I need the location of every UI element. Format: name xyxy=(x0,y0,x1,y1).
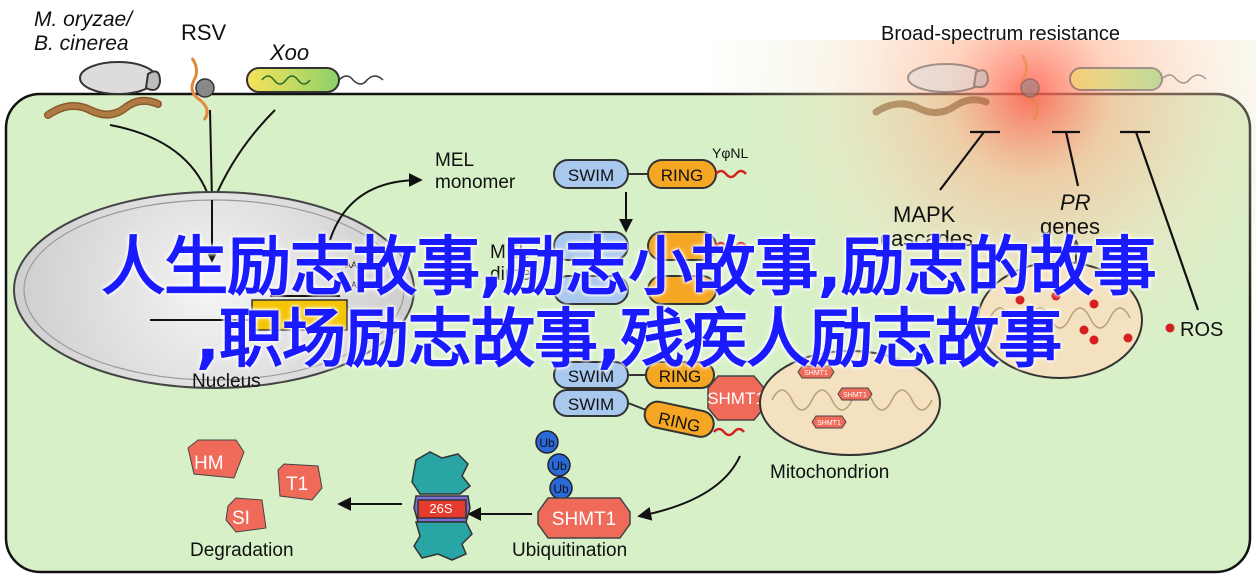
mel-complex-bottom xyxy=(553,389,745,438)
resistance-title: Broad-spectrum resistance xyxy=(881,23,1120,45)
inhibition-lines xyxy=(939,130,1200,311)
mito-shmt1-1: SHMT1 xyxy=(804,370,828,377)
nucleus-label: Nucleus xyxy=(192,371,261,392)
pr-label-1: PR xyxy=(1060,190,1091,215)
ubiquitinated-shmt1 xyxy=(537,497,631,539)
fungus-label-line2: B. cinerea xyxy=(34,32,129,55)
ubiquitination-label: Ubiquitination xyxy=(512,540,627,561)
ub-label-3: Ub xyxy=(553,482,569,496)
xoo-label: Xoo xyxy=(269,40,309,65)
mel-gene-box xyxy=(251,299,348,331)
rsv-label: RSV xyxy=(181,20,227,45)
pathogen-signal-arrows xyxy=(109,109,276,201)
swim-domain-label-2: SWIM xyxy=(568,367,614,386)
shmt1-label: SHMT1 xyxy=(707,389,765,408)
nucleus xyxy=(13,191,415,389)
mito-shmt1-2: SHMT1 xyxy=(843,392,867,399)
mel-monomer-label-2: monomer xyxy=(435,172,516,193)
mito-shmt1-3: SHMT1 xyxy=(817,420,841,427)
mapk-label-1: MAPK xyxy=(893,202,956,227)
export-arrow xyxy=(329,173,423,241)
ubiquitination-arrow xyxy=(637,455,741,521)
ubiquitin-chain-icon xyxy=(535,430,573,500)
swim-domain-label-3: SWIM xyxy=(568,395,614,414)
mel-monomer xyxy=(553,159,747,189)
ub-label-2: Ub xyxy=(551,459,567,473)
mel-dimer xyxy=(553,231,747,305)
overlay-banner-line1: 人生励志故事,励志小故事,励志的故事 xyxy=(101,231,1157,305)
mel-complex-top xyxy=(553,361,715,389)
ring-domain-label-2: RING xyxy=(659,367,702,386)
xoo-bacterium-icon xyxy=(246,67,384,93)
degradation-label: Degradation xyxy=(190,540,294,561)
pr-label-2: genes xyxy=(1040,214,1100,239)
blocked-pathogens xyxy=(872,54,1207,121)
polya-label-2: AAA xyxy=(345,280,363,290)
fungus-icon xyxy=(44,61,162,119)
fragment-t1-label: T1 xyxy=(286,474,308,495)
mitochondrion-ros-icon xyxy=(977,261,1143,379)
proteasome-icon xyxy=(411,451,473,561)
ros-dot-icon xyxy=(1165,323,1175,333)
degraded-fragments xyxy=(187,439,323,533)
mel-dimer-label-1: MEL xyxy=(490,242,529,263)
fragment-si-label: SI xyxy=(232,508,250,529)
fragment-hm-label: HM xyxy=(194,453,224,474)
overlay-banner-line2: ,职场励志故事,残疾人励志故事 xyxy=(195,303,1063,377)
ubiquitinated-shmt1-label: SHMT1 xyxy=(552,509,616,530)
transcription-lines xyxy=(150,295,340,321)
mel-monomer-label-1: MEL xyxy=(435,150,474,171)
mitochondrion-icon xyxy=(759,350,941,456)
ub-label-1: Ub xyxy=(539,436,555,450)
mapk-label-2: cascades xyxy=(880,226,973,251)
ros-label: ROS xyxy=(1180,319,1223,341)
mel-dimer-label-2: dimer xyxy=(490,264,538,285)
polya-label-1: AAA xyxy=(345,260,363,270)
swim-domain-label: SWIM xyxy=(568,166,614,185)
ring-domain-label: RING xyxy=(661,166,704,185)
motif-label: YφNL xyxy=(712,145,749,161)
proteasome-label: 26S xyxy=(429,501,452,516)
rsv-virus-icon xyxy=(190,57,215,121)
fungus-label-line1: M. oryzae/ xyxy=(34,8,134,31)
mitochondrion-label: Mitochondrion xyxy=(770,462,889,483)
